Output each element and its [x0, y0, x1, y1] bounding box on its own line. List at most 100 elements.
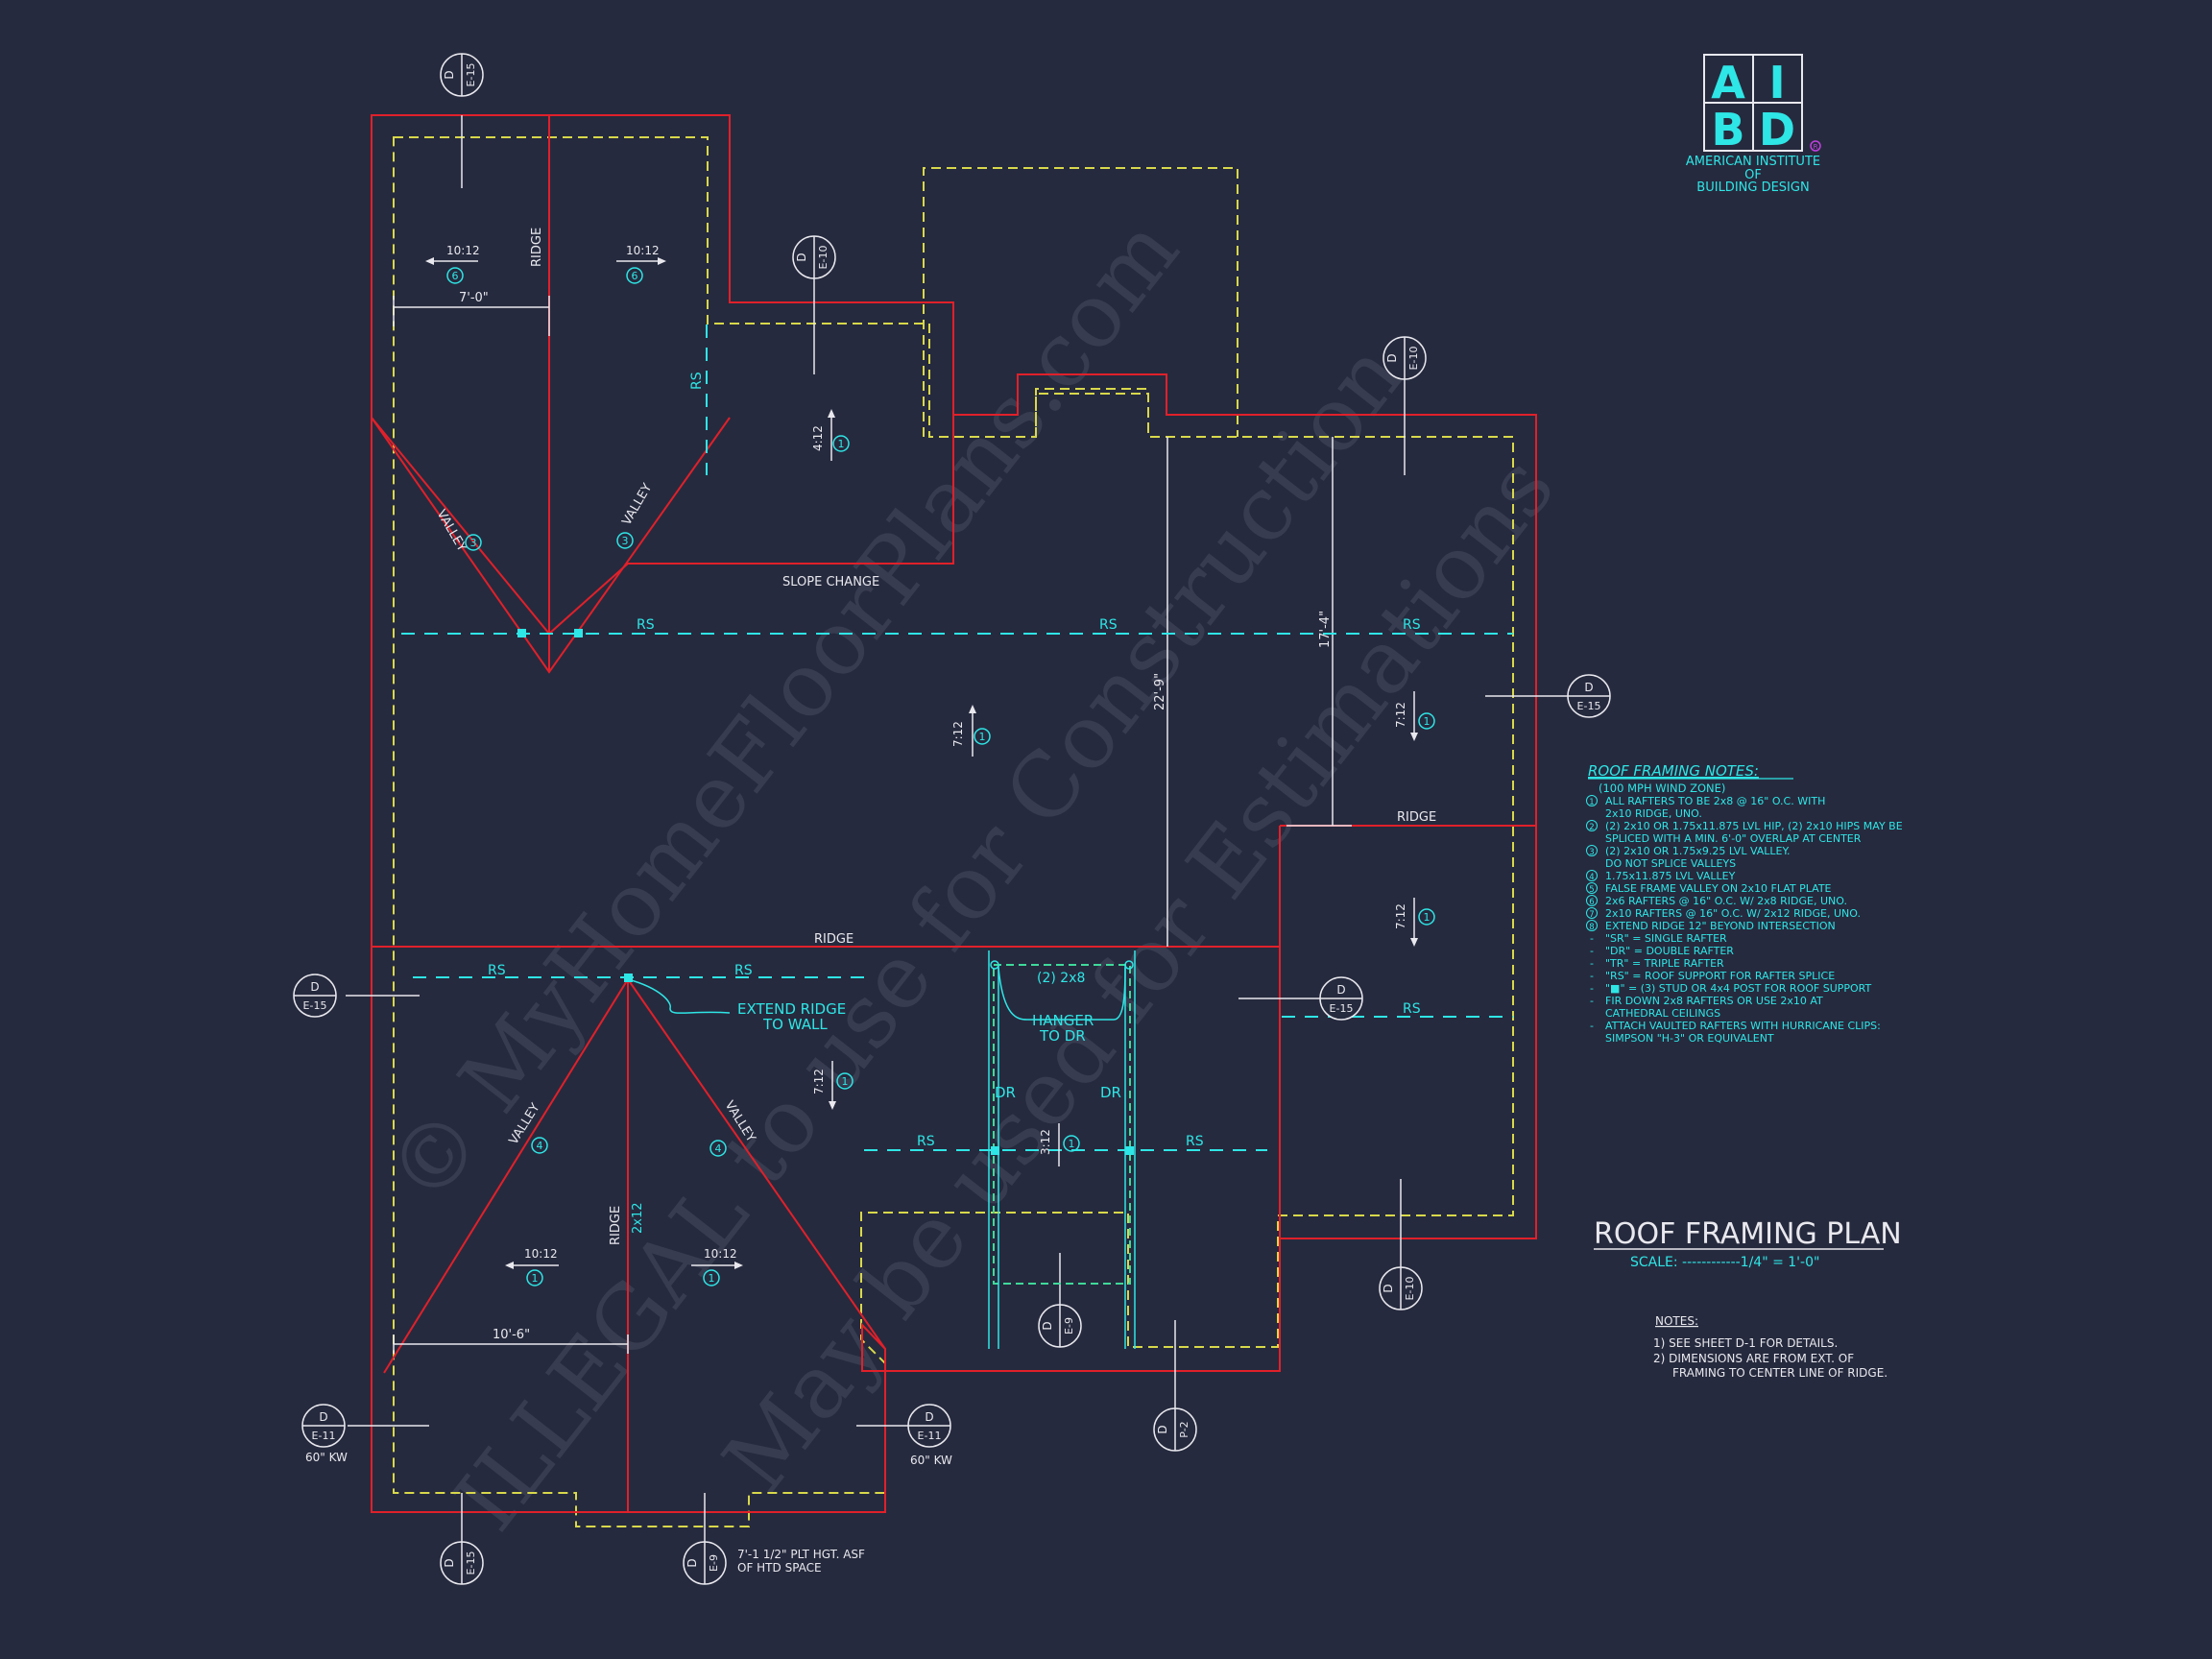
registered-mark-icon [1810, 140, 1821, 152]
callout-letter: D [795, 252, 808, 261]
extend-ridge-label-1: EXTEND RIDGE [737, 1000, 846, 1018]
framing-note-line: 2x6 RAFTERS @ 16" O.C. W/ 2x8 RIDGE, UNO… [1605, 895, 1847, 907]
note-marker-icon [446, 267, 464, 284]
note-marker: - [1590, 995, 1594, 1007]
roof-framing-notes: ROOF FRAMING NOTES: (100 MPH WIND ZONE) … [1586, 762, 1903, 1045]
section-callout-e15-left: D E-15 [293, 974, 337, 1018]
note-marker: 1 [1589, 798, 1594, 807]
callout-sheet: E-10 [1407, 347, 1420, 371]
pitch-label: 7:12 [951, 721, 965, 747]
section-callout-e11-right: D E-11 [907, 1404, 951, 1448]
pitch-indicators: 10:12 6 10:12 6 4:12 1 7:12 1 7:12 1 7:1… [425, 244, 1435, 1286]
pitch-label: 10:12 [446, 244, 480, 257]
callout-sheet: E-15 [1330, 1002, 1354, 1015]
note-marker-num: 6 [452, 270, 459, 282]
callout-sheet: E-10 [817, 246, 830, 270]
post-square-icon [624, 974, 633, 982]
post-square-icon [574, 629, 583, 637]
note-marker-icon [832, 435, 850, 452]
double-rafter-size-label: (2) 2x8 [1037, 971, 1085, 986]
plt-hgt-label-1: 7'-1 1/2" PLT HGT. ASF [737, 1548, 865, 1561]
exterior-wall-outline [393, 136, 1514, 1527]
plan-title: ROOF FRAMING PLAN [1594, 1217, 1902, 1251]
note-marker-icon [1586, 895, 1598, 906]
note-marker: - [1590, 957, 1594, 970]
logo-org-line-2: OF [1744, 168, 1762, 182]
framing-note-line: "DR" = DOUBLE RAFTER [1605, 945, 1734, 957]
ridge-label-lower: RIDGE [609, 1206, 623, 1245]
framing-note-line: FALSE FRAME VALLEY ON 2x10 FLAT PLATE [1605, 882, 1832, 895]
note-marker-icon [531, 1137, 548, 1154]
note-marker: - [1590, 1020, 1594, 1032]
note-marker: 8 [1589, 923, 1594, 932]
section-callout-e9-center: D E-9 [1038, 1304, 1082, 1348]
note-marker-num: 4 [715, 1142, 722, 1155]
callout-letter: D [443, 1558, 456, 1567]
note-marker-num: 4 [537, 1140, 543, 1152]
framing-note-line: 2x10 RAFTERS @ 16" O.C. W/ 2x12 RIDGE, U… [1605, 907, 1861, 920]
framing-note-line: ALL RAFTERS TO BE 2x8 @ 16" O.C. WITH [1605, 795, 1825, 807]
callout-letter: D [1336, 983, 1345, 997]
ridge-label-main: RIDGE [814, 932, 854, 947]
note-marker-icon [1586, 920, 1598, 931]
note-marker-num: 3 [470, 537, 477, 549]
callout-letter: D [1382, 1284, 1395, 1292]
callout-sheet: P-2 [1178, 1421, 1190, 1437]
note-marker-icon [626, 267, 643, 284]
wind-zone-note: (100 MPH WIND ZONE) [1599, 781, 1725, 795]
rs-label: RS [637, 617, 655, 633]
bay-wall-outline [1035, 393, 1149, 437]
registered-mark-letter: R [1814, 143, 1818, 151]
dim-7ft-label: 7'-0" [459, 291, 489, 305]
framing-note-line: SPLICED WITH A MIN. 6'-0" OVERLAP AT CEN… [1605, 832, 1862, 845]
double-rafter-hanger [988, 950, 1136, 1349]
logo-letter-d: D [1759, 104, 1795, 156]
slope-change-label: SLOPE CHANGE [782, 575, 879, 589]
logo-letter-a: A [1711, 57, 1745, 108]
note-marker-icon [1586, 820, 1598, 831]
logo-letter-b: B [1711, 104, 1744, 156]
section-callout-e15-right: D E-15 [1567, 674, 1611, 718]
rs-label: RS [917, 1134, 935, 1149]
arrow-head-icon [969, 705, 976, 713]
dr-label: DR [1100, 1084, 1121, 1101]
callout-letter: D [1584, 681, 1593, 694]
pitch-label: 7:12 [1394, 702, 1407, 728]
general-notes-heading: NOTES: [1655, 1314, 1698, 1328]
arrow-head-icon [505, 1262, 514, 1269]
note-marker-num: 1 [1424, 911, 1431, 924]
note-marker-icon [1586, 882, 1598, 894]
pitch-label: 3:12 [1039, 1129, 1052, 1155]
framing-note-line: EXTEND RIDGE 12" BEYOND INTERSECTION [1605, 920, 1836, 932]
pitch-label: 7:12 [1394, 903, 1407, 929]
framing-note-line: "SR" = SINGLE RAFTER [1605, 932, 1727, 945]
roof-outline [371, 114, 1537, 1513]
dim-22ft-label: 22'-9" [1153, 673, 1167, 710]
rs-label: RS [1099, 617, 1118, 633]
arrow-head-icon [425, 257, 434, 265]
post-square-icon [991, 1146, 999, 1155]
note-marker-num: 1 [1069, 1138, 1075, 1150]
callout-letter: D [319, 1410, 327, 1424]
ridge-size-label: 2x12 [631, 1202, 645, 1234]
arrow-head-icon [1410, 733, 1418, 741]
note-marker-icon [709, 1140, 727, 1157]
note-marker-icon [974, 728, 991, 745]
dim-17ft-label: 17'-4" [1318, 611, 1333, 648]
framing-note-line: (2) 2x10 OR 1.75x9.25 LVL VALLEY. [1605, 845, 1790, 857]
framing-note-line: "■" = (3) STUD OR 4x4 POST FOR ROOF SUPP… [1605, 982, 1872, 995]
note-marker-num: 3 [622, 535, 629, 547]
post-square-icon [517, 629, 526, 637]
arrow-head-icon [658, 257, 666, 265]
rs-label: RS [1186, 1134, 1204, 1149]
framing-note-line: 1.75x11.875 LVL VALLEY [1605, 870, 1736, 882]
section-callout-e10-upper: D E-10 [792, 235, 836, 279]
framing-notes-heading: ROOF FRAMING NOTES: [1588, 762, 1759, 780]
callout-sheet: E-9 [708, 1554, 720, 1572]
dim-10ft-label: 10'-6" [493, 1328, 530, 1342]
dr-label: DR [995, 1084, 1016, 1101]
note-marker-num: 6 [632, 270, 638, 282]
dimension-lines [346, 115, 1570, 1546]
note-marker-icon [1586, 907, 1598, 919]
